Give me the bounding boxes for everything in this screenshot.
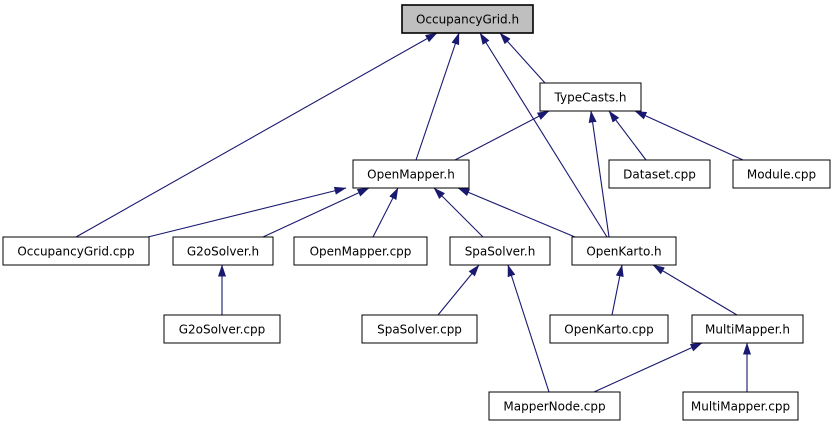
node-spasolver-cpp[interactable]: SpaSolver.cpp bbox=[361, 314, 478, 344]
node-box-g2osolver-h bbox=[172, 236, 274, 266]
node-label-mappernode-cpp: MapperNode.cpp bbox=[503, 400, 605, 414]
edge-openmapper-h-to-typecasts-h bbox=[454, 110, 550, 161]
node-box-g2osolver-cpp bbox=[163, 314, 281, 344]
node-typecasts-h[interactable]: TypeCasts.h bbox=[539, 82, 642, 112]
node-openkarto-cpp[interactable]: OpenKarto.cpp bbox=[549, 314, 669, 344]
node-box-multimapper-cpp bbox=[682, 391, 799, 421]
node-dataset-cpp[interactable]: Dataset.cpp bbox=[608, 159, 711, 189]
node-box-openmapper-h bbox=[352, 159, 470, 189]
edge-spasolver-cpp-to-spasolver-h bbox=[437, 264, 480, 316]
node-label-multimapper-cpp: MultiMapper.cpp bbox=[691, 400, 790, 414]
edge-typecasts-h-to-occupancygrid-h bbox=[499, 32, 546, 84]
node-label-openkarto-h: OpenKarto.h bbox=[586, 245, 661, 259]
node-openmapper-h[interactable]: OpenMapper.h bbox=[352, 159, 470, 189]
node-mappernode-cpp[interactable]: MapperNode.cpp bbox=[488, 391, 621, 421]
node-multimapper-cpp[interactable]: MultiMapper.cpp bbox=[682, 391, 799, 421]
node-label-spasolver-cpp: SpaSolver.cpp bbox=[377, 323, 462, 337]
node-spasolver-h[interactable]: SpaSolver.h bbox=[449, 236, 551, 266]
node-box-dataset-cpp bbox=[608, 159, 711, 189]
node-module-cpp[interactable]: Module.cpp bbox=[732, 159, 831, 189]
node-label-occupancygrid-cpp: OccupancyGrid.cpp bbox=[17, 245, 134, 259]
node-box-multimapper-h bbox=[691, 314, 804, 344]
edge-module-cpp-to-typecasts-h bbox=[634, 110, 744, 161]
node-g2osolver-h[interactable]: G2oSolver.h bbox=[172, 236, 274, 266]
edges-layer bbox=[75, 32, 751, 393]
edge-openkarto-cpp-to-openkarto-h bbox=[611, 264, 624, 316]
node-box-module-cpp bbox=[732, 159, 831, 189]
node-openmapper-cpp[interactable]: OpenMapper.cpp bbox=[293, 236, 428, 266]
node-box-spasolver-h bbox=[449, 236, 551, 266]
node-openkarto-h[interactable]: OpenKarto.h bbox=[571, 236, 677, 266]
edge-openkarto-h-to-typecasts-h bbox=[588, 110, 610, 238]
node-box-spasolver-cpp bbox=[361, 314, 478, 344]
node-box-typecasts-h bbox=[539, 82, 642, 112]
node-label-openmapper-h: OpenMapper.h bbox=[367, 168, 455, 182]
node-box-occupancygrid-h bbox=[401, 4, 534, 34]
node-label-spasolver-h: SpaSolver.h bbox=[465, 245, 536, 259]
edge-openkarto-h-to-occupancygrid-h bbox=[479, 32, 608, 238]
edge-mappernode-cpp-to-multimapper-h bbox=[593, 342, 703, 393]
node-multimapper-h[interactable]: MultiMapper.h bbox=[691, 314, 804, 344]
edge-multimapper-h-to-openkarto-h bbox=[652, 264, 738, 316]
edge-openmapper-cpp-to-openmapper-h bbox=[372, 187, 399, 238]
node-occupancygrid-cpp[interactable]: OccupancyGrid.cpp bbox=[2, 236, 150, 266]
node-label-dataset-cpp: Dataset.cpp bbox=[623, 168, 696, 182]
edge-occupancygrid-cpp-to-openmapper-h bbox=[147, 186, 347, 238]
node-label-g2osolver-h: G2oSolver.h bbox=[187, 245, 259, 259]
edge-spasolver-h-to-openmapper-h bbox=[433, 187, 484, 238]
node-box-openkarto-cpp bbox=[549, 314, 669, 344]
edge-openkarto-h-to-openmapper-h bbox=[457, 187, 576, 238]
node-box-occupancygrid-cpp bbox=[2, 236, 150, 266]
node-label-openkarto-cpp: OpenKarto.cpp bbox=[564, 323, 653, 337]
node-label-openmapper-cpp: OpenMapper.cpp bbox=[310, 245, 412, 259]
edge-dataset-cpp-to-typecasts-h bbox=[608, 110, 647, 161]
node-label-multimapper-h: MultiMapper.h bbox=[705, 323, 790, 337]
edge-g2osolver-h-to-openmapper-h bbox=[262, 187, 370, 238]
edge-mappernode-cpp-to-spasolver-h bbox=[507, 264, 550, 393]
node-occupancygrid-h[interactable]: OccupancyGrid.h bbox=[401, 4, 534, 34]
node-g2osolver-cpp[interactable]: G2oSolver.cpp bbox=[163, 314, 281, 344]
node-box-openkarto-h bbox=[571, 236, 677, 266]
node-box-mappernode-cpp bbox=[488, 391, 621, 421]
node-box-openmapper-cpp bbox=[293, 236, 428, 266]
node-label-occupancygrid-h: OccupancyGrid.h bbox=[416, 13, 519, 27]
edge-occupancygrid-cpp-to-occupancygrid-h bbox=[75, 32, 438, 238]
node-label-typecasts-h: TypeCasts.h bbox=[554, 91, 627, 105]
edge-openmapper-h-to-occupancygrid-h bbox=[415, 32, 460, 161]
node-label-module-cpp: Module.cpp bbox=[747, 168, 816, 182]
node-label-g2osolver-cpp: G2oSolver.cpp bbox=[179, 323, 266, 337]
